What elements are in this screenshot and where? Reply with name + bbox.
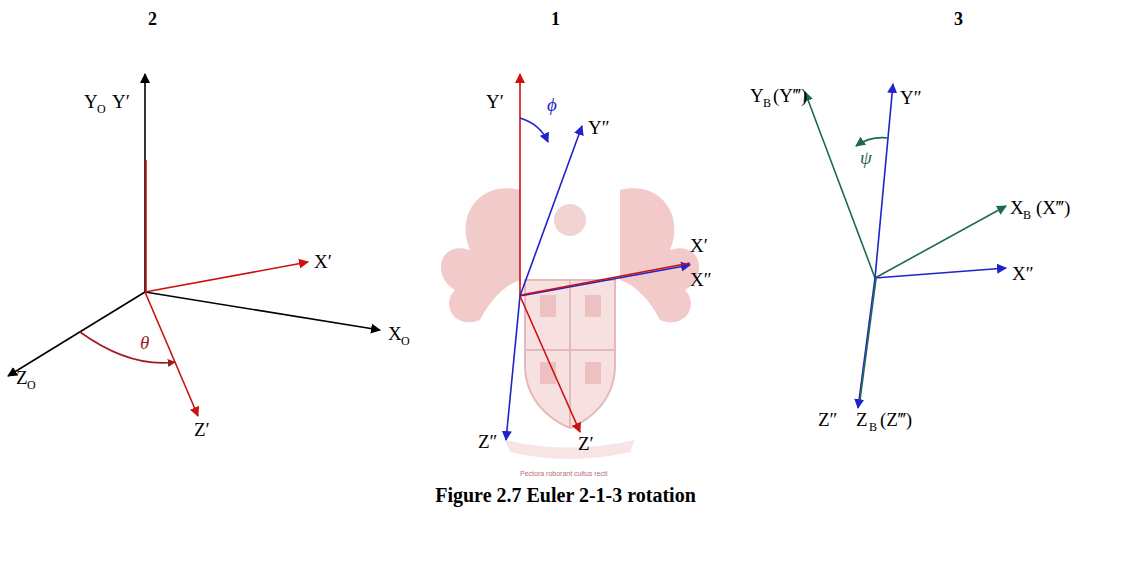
axis-label: X′: [314, 252, 332, 271]
axis-label: X: [388, 324, 402, 343]
axis-subscript: O: [401, 335, 410, 347]
angle-label: ϕ: [547, 95, 557, 114]
angle-label: ψ: [860, 148, 872, 167]
axis-label: Z′: [578, 434, 594, 453]
axis-subscript: B: [763, 97, 771, 109]
panel-number: 1: [551, 10, 560, 28]
axis-label: X″: [1012, 264, 1034, 283]
frame-rotation-phi: [506, 74, 690, 440]
axis-label: Z: [856, 410, 868, 429]
axis-label: X″: [690, 270, 712, 289]
axis-label: X′: [690, 236, 708, 255]
axis-label: Y″: [588, 118, 610, 137]
axis-label: Z″: [478, 432, 498, 451]
figure-caption: Figure 2.7 Euler 2-1-3 rotation: [0, 484, 1131, 507]
axis-label: (X‴): [1036, 198, 1070, 217]
watermark-motto: Pectora roborant cultus recti: [520, 470, 608, 477]
axis-label: Z″: [818, 410, 838, 429]
frame-rotation-theta: [8, 74, 380, 416]
frame-rotation-psi: [805, 84, 1006, 408]
axis-subscript: B: [869, 421, 877, 433]
axis-label: Y′: [486, 92, 504, 111]
axis-label: X: [1010, 198, 1024, 217]
panel-number: 2: [148, 10, 157, 28]
watermark-crest: [441, 188, 699, 459]
axis-label: Y″: [900, 88, 922, 107]
axis-label: Y′: [112, 92, 130, 111]
axis-label: Y: [750, 86, 764, 105]
axis-label: Y: [84, 92, 98, 111]
axis-label: Z: [16, 368, 28, 387]
angle-label: θ: [140, 333, 149, 352]
axis-subscript: O: [97, 103, 106, 115]
panel-number: 3: [954, 10, 963, 28]
axis-subscript: B: [1023, 209, 1031, 221]
axis-label: Z′: [194, 420, 210, 439]
axis-subscript: O: [27, 379, 36, 391]
axis-label: (Z‴): [880, 410, 912, 429]
axis-label: (Y‴): [773, 86, 807, 105]
